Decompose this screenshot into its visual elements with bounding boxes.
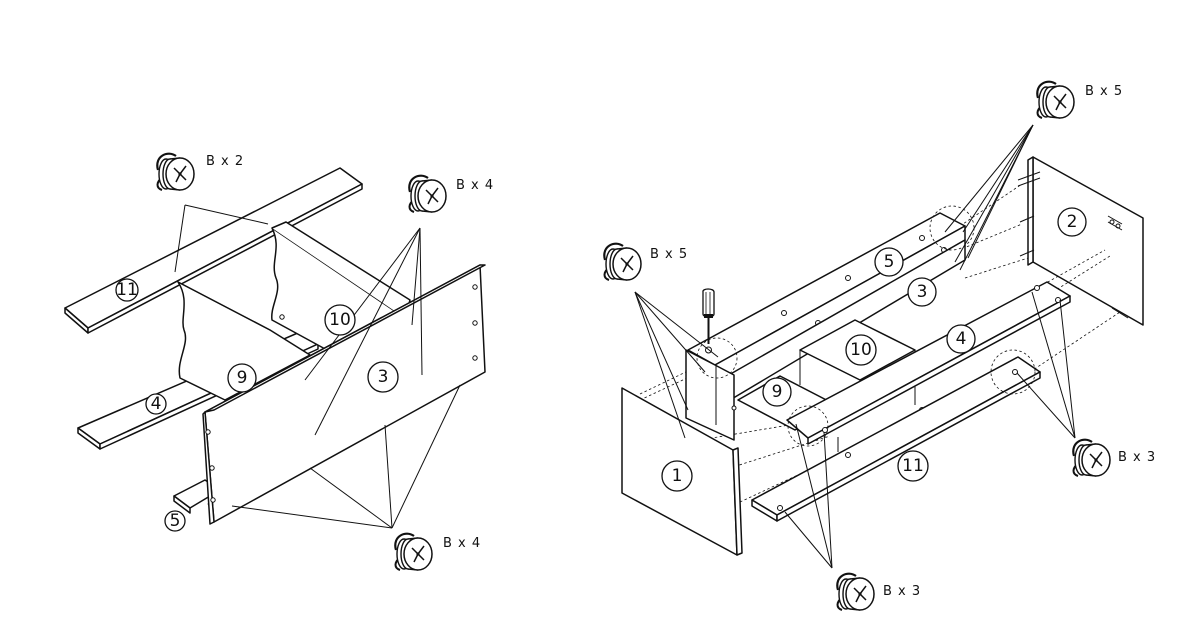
hardware-label-right-lower-right: B x 3 [1118,450,1156,465]
panel-9-left [177,281,311,401]
svg-text:11: 11 [902,456,924,476]
panel-11-right [751,356,1041,522]
panel-4-right [786,281,1071,445]
svg-text:5: 5 [884,252,895,272]
svg-text:3: 3 [917,282,928,302]
right-assembly: 2 5 3 4 10 9 11 1 B [603,80,1156,612]
part-label-9-left: 9 [227,363,257,393]
part-label-11-right: 11 [897,450,929,482]
cam-lock-icon [1072,438,1112,478]
right-leaders [634,124,1076,569]
svg-text:9: 9 [772,382,783,402]
hardware-label-right-left: B x 5 [650,247,688,262]
part-label-10-right: 10 [845,334,877,366]
svg-text:11: 11 [116,280,138,300]
cam-lock-icon [836,572,876,612]
svg-text:5: 5 [170,511,181,531]
cam-lock-icon [408,174,448,214]
part-label-1-right: 1 [661,460,693,492]
svg-text:4: 4 [151,394,162,414]
part-label-3-left: 3 [367,361,399,393]
panel-left-post-right [685,349,737,441]
part-label-2-right: 2 [1057,207,1087,237]
part-label-5-right: 5 [874,247,904,277]
svg-text:3: 3 [378,367,389,387]
cam-lock-icon [1036,80,1076,120]
panel-2-right [1017,156,1144,326]
part-label-4-right: 4 [946,324,976,354]
cam-lock-icon [394,532,434,572]
svg-text:10: 10 [850,340,872,360]
hardware-label-right-top: B x 5 [1085,84,1123,99]
left-leaders [174,204,461,529]
part-label-5-left: 5 [164,510,186,532]
hardware-label-left-bottom: B x 4 [443,536,481,551]
part-label-3-right: 3 [907,277,937,307]
cam-lock-icon [156,152,196,192]
svg-text:10: 10 [329,310,351,330]
svg-text:9: 9 [237,368,248,388]
svg-text:4: 4 [956,329,967,349]
panel-3-left [202,264,486,525]
part-label-10-left: 10 [324,304,356,336]
svg-text:2: 2 [1067,212,1078,232]
part-label-4-left: 4 [145,393,167,415]
panel-11-left [64,167,363,334]
part-label-11-left: 11 [115,278,139,302]
left-assembly: 11 4 9 10 3 5 B x 2 B x 4 B x 4 [64,152,494,572]
svg-text:1: 1 [672,466,683,486]
hardware-label-left-upper-right: B x 4 [456,178,494,193]
hardware-label-right-bottom: B x 3 [883,584,921,599]
hardware-label-left-top: B x 2 [206,154,244,169]
cam-lock-icon [603,242,643,282]
part-label-9-right: 9 [762,377,792,407]
